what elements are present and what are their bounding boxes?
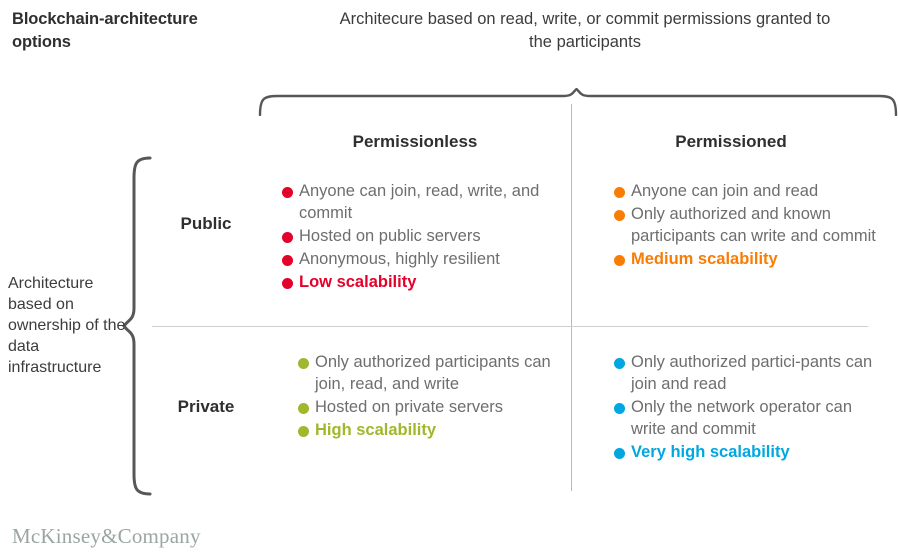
bullet-dot-icon (298, 425, 309, 437)
bullet-label: Anyone can join, read, write, and commit (299, 182, 540, 222)
bullet-dot-icon (614, 209, 625, 221)
bullet-dot-icon (614, 187, 625, 198)
row-label-public: Public (180, 214, 232, 233)
bullet-label: High scalability (315, 420, 437, 439)
column-header-permissionless: Permissionless (352, 132, 478, 151)
bullet-label: Low scalability (299, 272, 417, 291)
bullet-item: Very high scalability (614, 442, 886, 464)
row-group-caption: Architecture based on ownership of the d… (8, 275, 126, 377)
horizontal-divider (152, 326, 868, 327)
bullet-label: Anonymous, highly resilient (299, 249, 500, 268)
bullet-label: Hosted on private servers (315, 397, 504, 416)
bullet-dot-icon (298, 402, 309, 414)
bullet-dot-icon (298, 358, 309, 369)
bullet-dot-icon (282, 254, 293, 266)
bullet-label: Only authorized and known participants c… (631, 204, 876, 245)
bullet-dot-icon (282, 187, 293, 198)
top-brace-icon (258, 87, 898, 117)
bullet-dot-icon (282, 277, 293, 289)
bullet-item: Anonymous, highly resilient (282, 249, 562, 271)
bullet-dot-icon (614, 358, 625, 369)
bullet-item: Only the network operator can write and … (614, 397, 886, 441)
vertical-divider (571, 104, 572, 491)
bullet-item: Only authorized participants can join, r… (298, 352, 563, 396)
bullet-label: Hosted on public servers (299, 226, 481, 245)
bullet-dot-icon (614, 254, 625, 266)
bullet-item: Low scalability (282, 272, 562, 294)
bullet-dot-icon (614, 402, 625, 414)
left-brace-icon (122, 156, 152, 496)
bullet-item: Only authorized partici-pants can join a… (614, 352, 886, 396)
bullet-item: Hosted on private servers (298, 397, 563, 419)
mckinsey-logo: McKinsey&Company (12, 524, 201, 548)
bullet-item: Only authorized and known participants c… (614, 204, 884, 248)
cell-public-permissionless: Anyone can join, read, write, and commit… (282, 181, 562, 295)
bullet-label: Only the network operator can write and … (631, 397, 853, 438)
bullet-item: Medium scalability (614, 249, 884, 271)
bullet-label: Only authorized partici-pants can join a… (631, 353, 873, 393)
bullet-label: Very high scalability (631, 442, 790, 461)
bullet-label: Only authorized participants can join, r… (315, 353, 551, 393)
column-group-caption: Architecure based on read, write, or com… (339, 10, 831, 52)
bullet-item: Anyone can join, read, write, and commit (282, 181, 562, 225)
bullet-item: Hosted on public servers (282, 226, 562, 248)
cell-private-permissioned: Only authorized partici-pants can join a… (614, 352, 886, 465)
row-label-private: Private (177, 397, 235, 416)
bullet-item: High scalability (298, 420, 563, 442)
bullet-dot-icon (614, 447, 625, 459)
column-header-permissioned: Permissioned (675, 132, 787, 151)
bullet-dot-icon (282, 231, 293, 243)
corner-title: Blockchain-architecture options (12, 10, 198, 51)
bullet-label: Medium scalability (631, 249, 778, 268)
bullet-label: Anyone can join and read (631, 182, 819, 200)
cell-private-permissionless: Only authorized participants can join, r… (298, 352, 563, 443)
bullet-item: Anyone can join and read (614, 181, 884, 203)
